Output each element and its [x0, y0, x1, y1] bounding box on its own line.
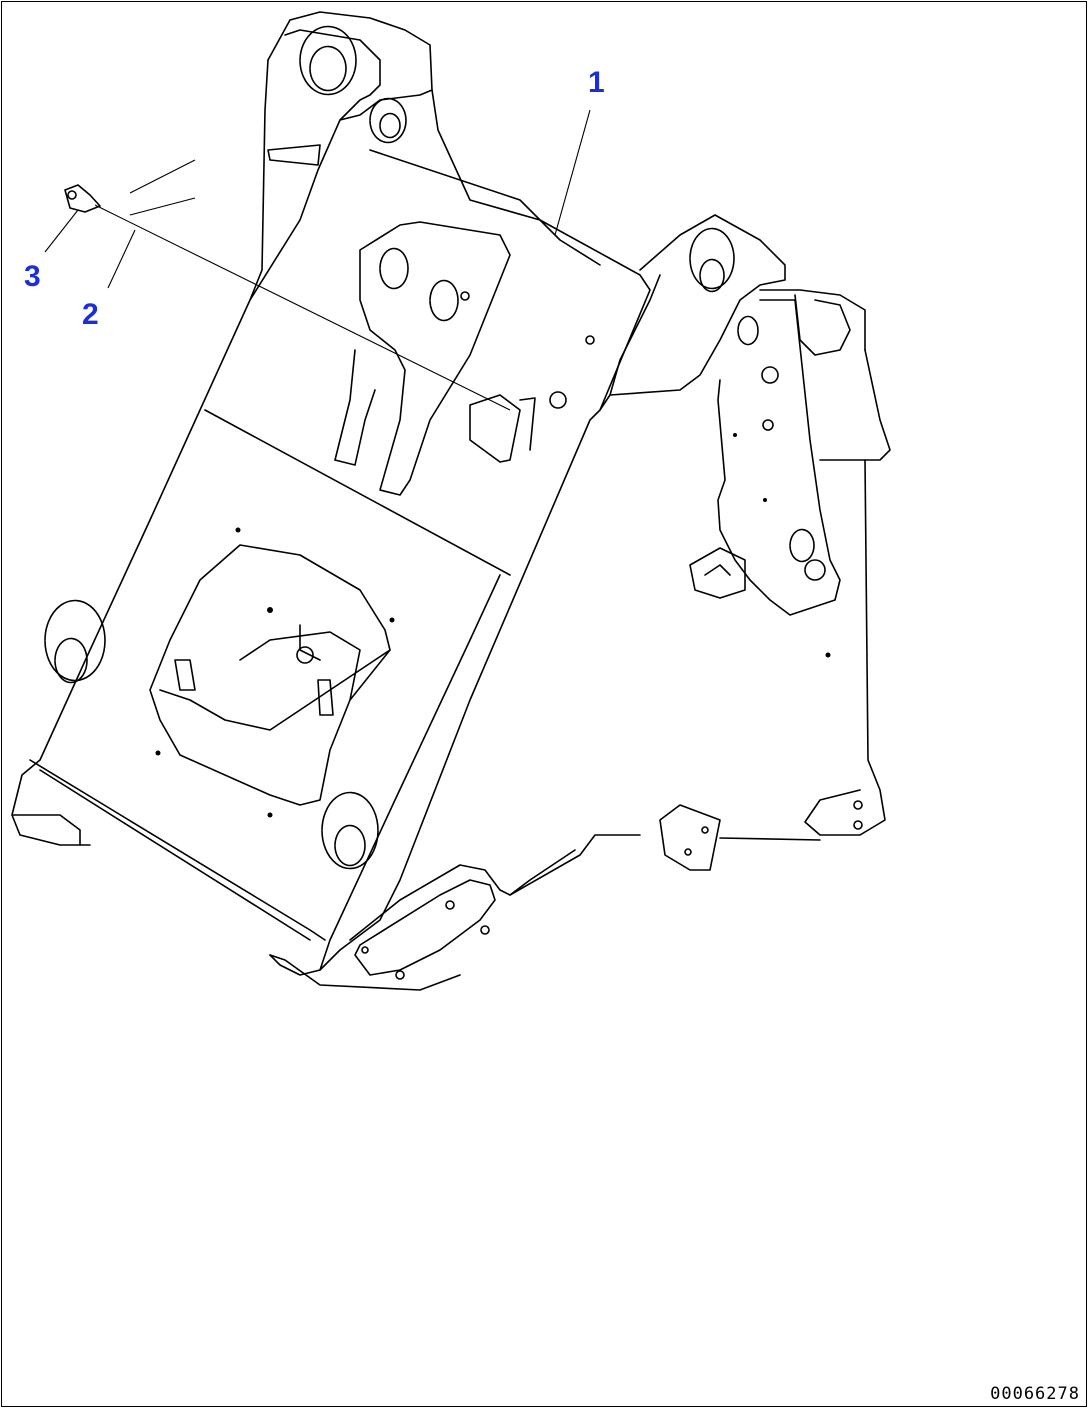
leader-lines [44, 109, 591, 289]
right-frame-section [599, 214, 891, 871]
callout-3[interactable]: 3 [24, 260, 41, 293]
main-frame-body [11, 11, 651, 991]
lower-recess [149, 527, 395, 818]
lower-pivot-boss [321, 791, 379, 870]
callout-2[interactable]: 2 [82, 298, 99, 331]
left-pivot-boss [44, 599, 106, 684]
center-ribs [334, 149, 601, 496]
figure-number: 00066278 [990, 1384, 1080, 1404]
nut-hole [67, 190, 77, 200]
leader-line-1 [554, 109, 591, 236]
pin-upper-line [129, 159, 196, 194]
callout-1[interactable]: 1 [588, 66, 605, 99]
leader-line-2 [107, 229, 136, 289]
leader-line-3 [44, 209, 79, 253]
assembly-axis-line [94, 204, 511, 411]
pin-and-nut [64, 159, 511, 411]
pin-lower-line [129, 197, 196, 216]
lower-right-bracket [349, 834, 641, 980]
nut-shape [64, 184, 101, 213]
